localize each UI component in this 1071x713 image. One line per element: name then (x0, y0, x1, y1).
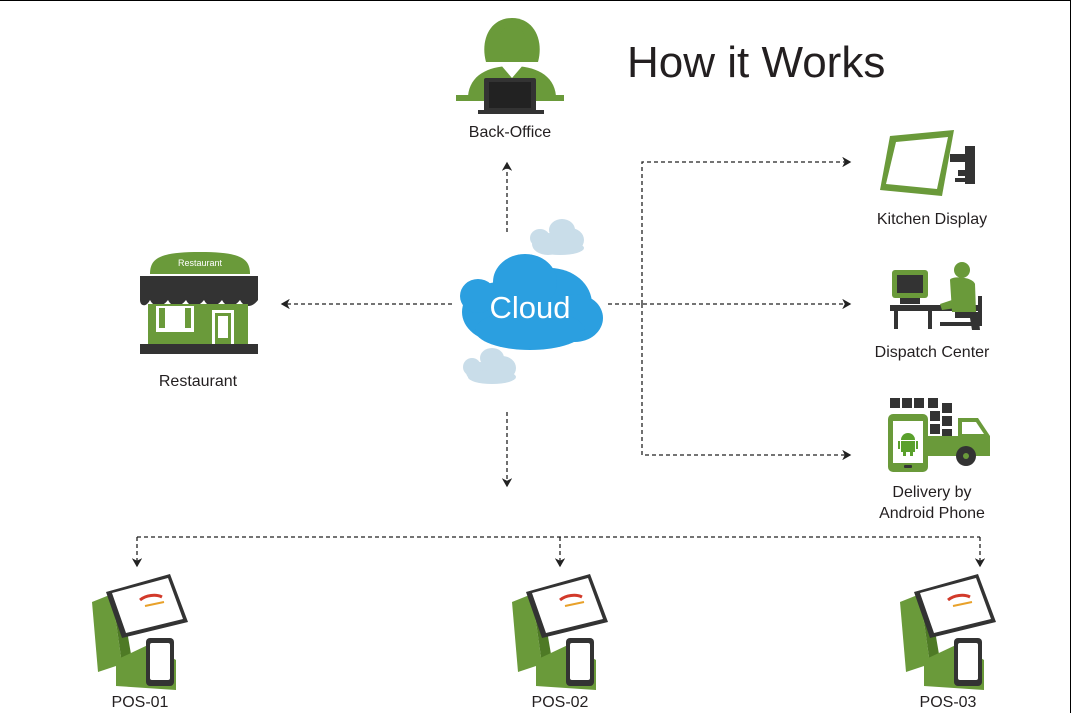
pos-02-label: POS-02 (531, 694, 589, 711)
delivery-label-line-1: Delivery by (892, 484, 972, 501)
cloud-label: Cloud (489, 290, 571, 325)
back-office-person-icon (456, 18, 564, 114)
back-office-label: Back-Office (468, 124, 552, 141)
restaurant-sign: Restaurant (177, 258, 223, 268)
small-cloud-icon-top (530, 219, 584, 255)
delivery-label-line-2: Android Phone (879, 505, 985, 522)
connectors (131, 156, 986, 568)
dispatch-center-label: Dispatch Center (874, 344, 990, 361)
delivery-android-phone-icon (888, 398, 990, 472)
restaurant-label: Restaurant (158, 373, 238, 390)
kitchen-display-icon (880, 130, 975, 196)
pos-terminal-icon-1 (92, 574, 188, 690)
pos-terminal-icon-3 (900, 574, 996, 690)
kitchen-display-label: Kitchen Display (876, 211, 988, 228)
restaurant-icon (140, 252, 258, 354)
page-title: How it Works (627, 38, 886, 87)
dispatch-center-icon (890, 262, 982, 330)
delivery-label: Delivery by Android Phone (862, 482, 1002, 524)
pos-03-label: POS-03 (919, 694, 977, 711)
cloud-icon (460, 254, 603, 350)
pos-terminal-icon-2 (512, 574, 608, 690)
frame-border-top (0, 0, 1071, 1)
arrow-to-delivery (641, 304, 852, 461)
small-cloud-icon-bottom (463, 348, 516, 384)
arrow-to-kitchen (641, 156, 852, 304)
pos-01-label: POS-01 (111, 694, 169, 711)
